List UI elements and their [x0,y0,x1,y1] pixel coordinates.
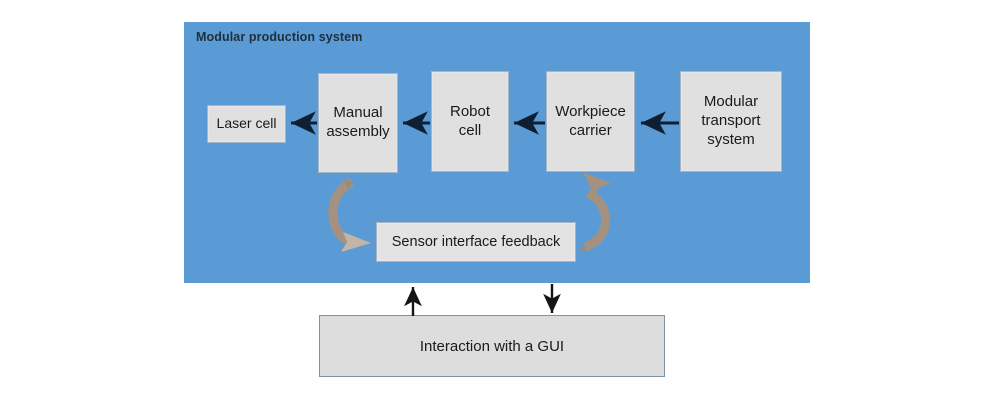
box-modular-transport-system-label: Modular transport system [701,93,761,148]
box-laser-cell-label: Laser cell [216,115,277,132]
box-manual-assembly-label: Manual assembly [326,104,390,140]
box-sensor-interface-feedback: Sensor interface feedback [376,222,576,262]
box-interaction-with-gui-label: Interaction with a GUI [419,337,565,355]
box-manual-assembly: Manual assembly [318,73,398,173]
box-sensor-interface-feedback-label: Sensor interface feedback [391,233,561,250]
box-modular-transport-system: Modular transport system [680,71,782,172]
box-robot-cell: Robot cell [431,71,509,172]
box-interaction-with-gui: Interaction with a GUI [319,315,665,377]
box-robot-cell-label: Robot cell [449,102,491,139]
modular-production-system-title: Modular production system [196,30,363,44]
box-laser-cell: Laser cell [207,105,286,143]
box-workpiece-carrier: Workpiece carrier [546,71,635,172]
box-workpiece-carrier-label: Workpiece carrier [555,102,626,139]
